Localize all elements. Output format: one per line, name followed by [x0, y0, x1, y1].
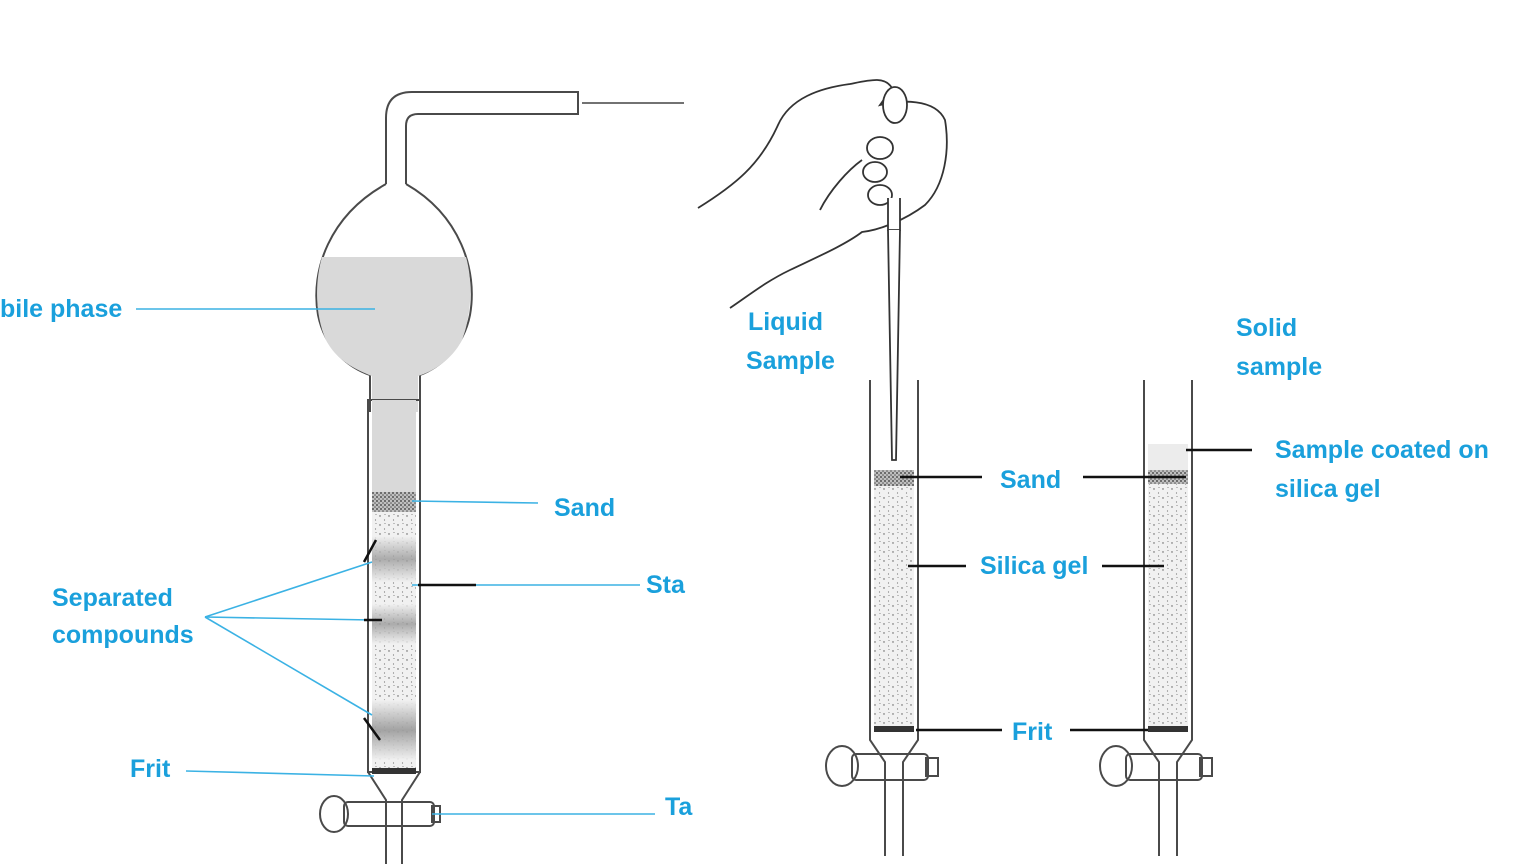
- label-solid-line2: sample: [1236, 353, 1322, 381]
- right-leader-lines: [900, 448, 1252, 732]
- label-frit-right: Frit: [1012, 718, 1053, 746]
- label-sand-left: Sand: [554, 494, 615, 522]
- left-column-apparatus: [315, 91, 684, 864]
- band-2: [372, 604, 416, 644]
- label-separated-line1: Separated: [52, 584, 173, 612]
- band-1: [372, 536, 416, 582]
- label-silica-gel: Silica gel: [980, 552, 1088, 580]
- label-tap: Ta: [665, 793, 693, 821]
- inlet-tube: [385, 91, 579, 170]
- sample-coated-layer: [1148, 444, 1188, 470]
- sand-layer: [372, 492, 416, 512]
- silica-gel-right1: [874, 486, 914, 726]
- band-3: [372, 700, 416, 760]
- left-leader-lines: [136, 308, 655, 815]
- label-separated-line2: compounds: [52, 621, 194, 649]
- frit: [372, 768, 416, 774]
- sand-layer-right1: [874, 470, 914, 486]
- stopcock-left: [319, 795, 349, 833]
- right-column-solid: [1099, 380, 1213, 856]
- right-column-liquid: [825, 380, 939, 856]
- label-mobile-phase: bile phase: [0, 295, 122, 323]
- label-coated-line1: Sample coated on: [1275, 436, 1489, 464]
- label-liquid-line1: Liquid: [748, 308, 823, 336]
- label-coated-line2: silica gel: [1275, 475, 1381, 503]
- mobile-phase-liquid: [317, 257, 471, 412]
- hand-with-pipette: [697, 79, 948, 461]
- silica-gel-right2: [1148, 484, 1188, 726]
- label-solid-line1: Solid: [1236, 314, 1297, 342]
- label-frit-left: Frit: [130, 755, 171, 783]
- label-stationary-phase: Sta: [646, 571, 686, 599]
- label-sand-right: Sand: [1000, 466, 1061, 494]
- label-liquid-line2: Sample: [746, 347, 835, 375]
